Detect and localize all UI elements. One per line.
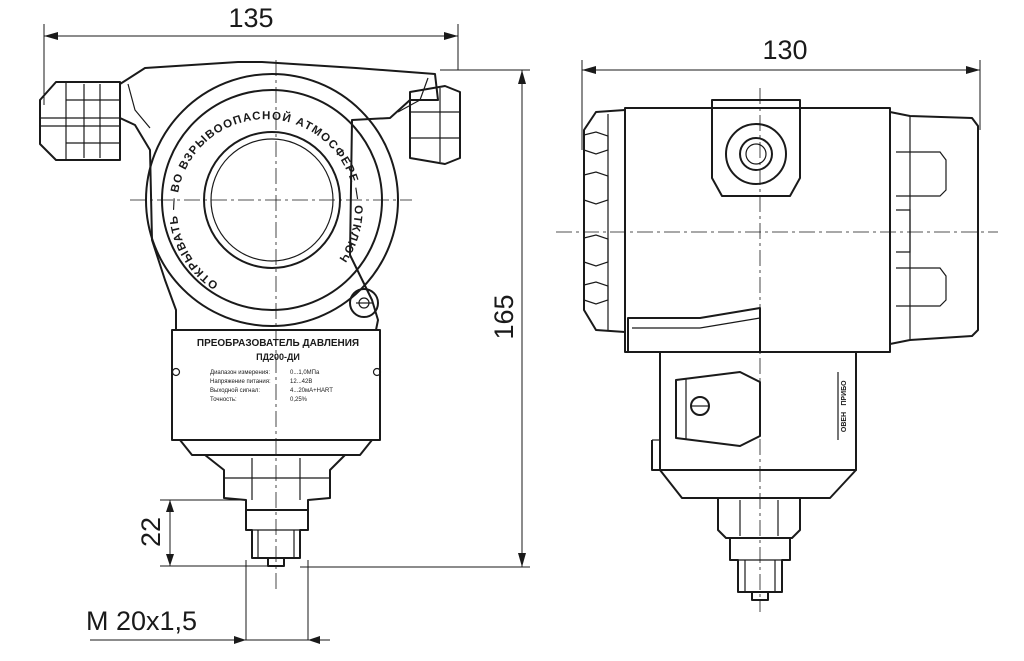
side-base bbox=[659, 469, 857, 499]
base-flange bbox=[179, 439, 373, 456]
dimension-front-width: 135 bbox=[43, 3, 459, 105]
nameplate-row-label: Напряжение питания: bbox=[210, 379, 271, 385]
cable-gland-left bbox=[39, 81, 121, 161]
dimension-height: 165 bbox=[300, 69, 530, 568]
plug-right bbox=[409, 85, 461, 165]
side-tag-upper: ПРИБО bbox=[841, 380, 848, 406]
side-cover-right bbox=[889, 111, 979, 345]
cover-ribs-left bbox=[583, 114, 609, 330]
dim-label-165: 165 bbox=[489, 294, 519, 339]
side-fitting-tip bbox=[751, 591, 769, 601]
nameplate-title: ПРЕОБРАЗОВАТЕЛЬ ДАВЛЕНИЯ bbox=[197, 338, 359, 349]
nameplate-row-value: 0,25% bbox=[290, 397, 308, 403]
side-neck-cover bbox=[627, 307, 761, 353]
side-pressure-fitting bbox=[729, 537, 791, 593]
nameplate-rows: Диапазон измерения: 0...1,0МПа Напряжени… bbox=[210, 370, 333, 403]
side-ground-screw bbox=[690, 396, 710, 416]
nameplate-row-label: Выходной сигнал: bbox=[210, 387, 260, 394]
hex-adapter bbox=[204, 454, 346, 511]
housing-body bbox=[119, 61, 439, 331]
cover-lock bbox=[349, 288, 379, 318]
pressure-fitting bbox=[245, 509, 309, 559]
nameplate-row-value: 0...1,0МПа bbox=[290, 370, 320, 376]
side-boss bbox=[711, 108, 801, 197]
fitting-tip bbox=[267, 557, 285, 567]
dim-label-135: 135 bbox=[228, 3, 273, 33]
nameplate-row-value: 12...42В bbox=[290, 379, 312, 385]
dim-label-130: 130 bbox=[762, 35, 807, 65]
nameplate-row-label: Диапазон измерения: bbox=[210, 370, 270, 376]
side-port-inner bbox=[739, 137, 773, 171]
side-tag-lower: ОВЕН bbox=[841, 412, 848, 432]
nameplate-row-label: Точность: bbox=[210, 397, 237, 403]
nameplate-model: ПД200-ДИ bbox=[256, 352, 300, 362]
cover-ribs-right bbox=[896, 151, 947, 307]
side-view: 130 bbox=[556, 35, 998, 612]
side-module bbox=[659, 352, 857, 471]
dimension-thread: M 20x1,5 bbox=[86, 560, 330, 644]
nameplate bbox=[171, 329, 381, 441]
dimension-side-width: 130 bbox=[581, 35, 981, 150]
side-cover-left bbox=[583, 109, 626, 333]
dim-label-thread: M 20x1,5 bbox=[86, 606, 197, 636]
nameplate-row-value: 4...20мА+HART bbox=[290, 388, 333, 394]
side-housing bbox=[624, 107, 891, 353]
side-boss-top bbox=[711, 99, 801, 108]
side-hex-adapter bbox=[717, 497, 801, 539]
side-port-outer bbox=[725, 123, 787, 185]
dimension-fitting-length: 22 bbox=[136, 499, 268, 567]
plate-screw-left bbox=[171, 367, 181, 377]
dim-label-22: 22 bbox=[136, 517, 166, 547]
front-view: 135 bbox=[0, 0, 530, 644]
side-terminal-box bbox=[675, 371, 761, 447]
cover-ring-inscription: ОТКРЫВАТЬ — ВО ВЗРЫВООПАСНОЙ АТМОСФЕРЕ —… bbox=[0, 0, 364, 291]
